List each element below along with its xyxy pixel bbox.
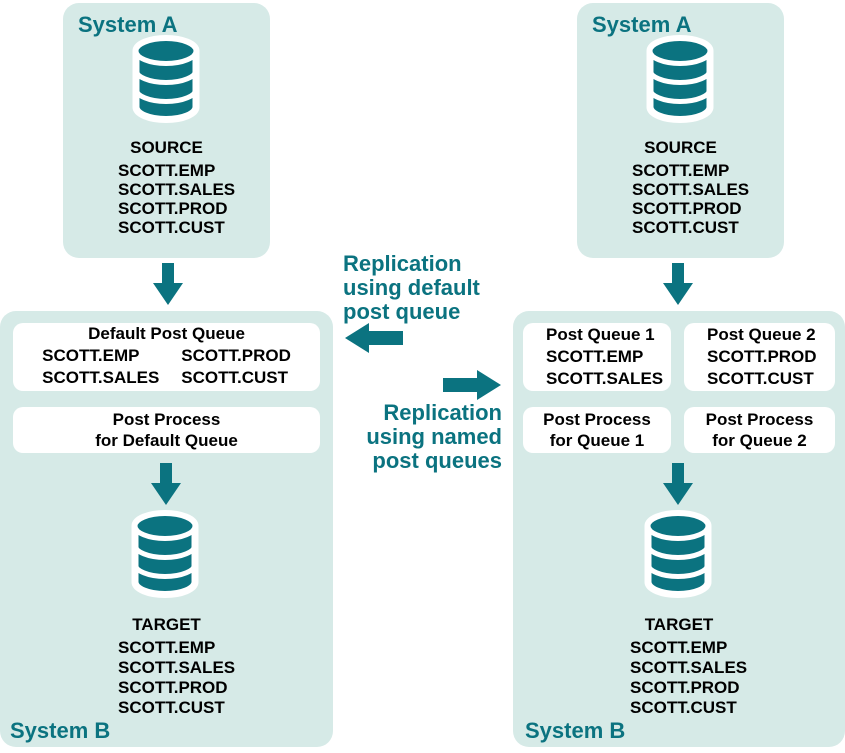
post-process-line: Post Process bbox=[705, 410, 814, 429]
database-icon bbox=[638, 510, 718, 607]
table-name: SCOTT.PROD bbox=[118, 199, 228, 218]
table-name: SCOTT.CUST bbox=[118, 698, 225, 717]
table-name: SCOTT.PROD bbox=[181, 346, 291, 365]
label-line: using default bbox=[343, 275, 480, 300]
table-name: SCOTT.SALES bbox=[42, 368, 160, 387]
replication-named-label: Replication using named post queues bbox=[338, 401, 502, 473]
arrow-down-icon bbox=[662, 263, 694, 310]
source-label: SOURCE bbox=[644, 138, 717, 157]
arrow-down-icon bbox=[152, 263, 184, 310]
arrow-down-icon bbox=[662, 463, 694, 510]
table-name: SCOTT.CUST bbox=[707, 369, 814, 388]
label-line: post queues bbox=[372, 448, 502, 473]
system-a-left-title: System A bbox=[78, 12, 178, 37]
table-name: SCOTT.EMP bbox=[118, 161, 216, 180]
post-process-1-box: Post Process for Queue 1 bbox=[523, 407, 671, 453]
post-queue-2-title: Post Queue 2 bbox=[707, 325, 816, 344]
panel-system-a-left: System A SOURCE SCOTT.EMP SCOTT.SALES SC… bbox=[63, 3, 270, 258]
queue-column: SCOTT.PROD SCOTT.CUST bbox=[181, 345, 291, 389]
database-icon bbox=[126, 35, 206, 132]
default-post-queue-box: Default Post Queue SCOTT.EMP SCOTT.SALES… bbox=[13, 323, 320, 391]
target-table-list: SCOTT.EMP SCOTT.SALES SCOTT.PROD SCOTT.C… bbox=[118, 638, 235, 718]
label-line: post queue bbox=[343, 299, 461, 324]
table-name: SCOTT.EMP bbox=[42, 346, 140, 365]
table-name: SCOTT.PROD bbox=[630, 678, 740, 697]
arrow-down-icon bbox=[150, 463, 182, 510]
table-name: SCOTT.SALES bbox=[632, 180, 750, 199]
table-name: SCOTT.SALES bbox=[546, 369, 664, 388]
source-label: SOURCE bbox=[130, 138, 203, 157]
source-table-list: SCOTT.EMP SCOTT.SALES SCOTT.PROD SCOTT.C… bbox=[632, 161, 749, 237]
table-name: SCOTT.CUST bbox=[181, 368, 289, 387]
source-table-list: SCOTT.EMP SCOTT.SALES SCOTT.PROD SCOTT.C… bbox=[118, 161, 235, 237]
post-process-line: Post Process bbox=[543, 410, 651, 429]
table-name: SCOTT.SALES bbox=[118, 658, 236, 677]
target-label: TARGET bbox=[644, 615, 714, 634]
default-post-queue-tables: SCOTT.EMP SCOTT.SALES SCOTT.PROD SCOTT.C… bbox=[13, 345, 320, 389]
table-name: SCOTT.SALES bbox=[118, 180, 236, 199]
table-name: SCOTT.EMP bbox=[546, 347, 644, 366]
post-process-line: for Default Queue bbox=[95, 431, 238, 450]
post-process-line: for Queue 2 bbox=[712, 431, 807, 450]
panel-system-b-right: Post Queue 1 SCOTT.EMP SCOTT.SALES Post … bbox=[513, 311, 845, 747]
arrow-right-icon bbox=[443, 369, 501, 406]
default-post-queue-title: Default Post Queue bbox=[88, 324, 245, 343]
database-icon bbox=[640, 35, 720, 132]
system-b-right-title: System B bbox=[525, 718, 626, 743]
post-queue-2-box: Post Queue 2 SCOTT.PROD SCOTT.CUST bbox=[684, 323, 835, 391]
table-name: SCOTT.SALES bbox=[630, 658, 748, 677]
arrow-left-icon bbox=[345, 322, 403, 359]
table-name: SCOTT.EMP bbox=[632, 161, 730, 180]
queue-column: SCOTT.EMP SCOTT.SALES bbox=[42, 345, 159, 389]
table-name: SCOTT.CUST bbox=[632, 218, 739, 237]
label-line: Replication bbox=[383, 400, 502, 425]
replication-default-label: Replication using default post queue bbox=[343, 252, 480, 324]
target-label: TARGET bbox=[132, 615, 201, 634]
table-name: SCOTT.EMP bbox=[630, 638, 728, 657]
post-process-line: for Queue 1 bbox=[549, 431, 645, 450]
post-process-line: Post Process bbox=[112, 410, 221, 429]
post-queue-1-title: Post Queue 1 bbox=[546, 325, 655, 344]
table-name: SCOTT.CUST bbox=[118, 218, 225, 237]
label-line: Replication bbox=[343, 251, 462, 276]
system-a-right-title: System A bbox=[592, 12, 692, 37]
table-name: SCOTT.PROD bbox=[707, 347, 817, 366]
table-name: SCOTT.PROD bbox=[118, 678, 228, 697]
target-table-list: SCOTT.EMP SCOTT.SALES SCOTT.PROD SCOTT.C… bbox=[630, 638, 747, 718]
table-name: SCOTT.CUST bbox=[630, 698, 737, 717]
table-name: SCOTT.EMP bbox=[118, 638, 216, 657]
database-icon bbox=[125, 510, 205, 607]
panel-system-b-left: Default Post Queue SCOTT.EMP SCOTT.SALES… bbox=[0, 311, 333, 747]
table-name: SCOTT.PROD bbox=[632, 199, 742, 218]
system-b-left-title: System B bbox=[10, 718, 111, 743]
default-post-process-box: Post Process for Default Queue bbox=[13, 407, 320, 453]
post-process-2-box: Post Process for Queue 2 bbox=[684, 407, 835, 453]
label-line: using named bbox=[366, 424, 502, 449]
panel-system-a-right: System A SOURCE SCOTT.EMP SCOTT.SALES SC… bbox=[577, 3, 784, 258]
post-queue-1-box: Post Queue 1 SCOTT.EMP SCOTT.SALES bbox=[523, 323, 671, 391]
